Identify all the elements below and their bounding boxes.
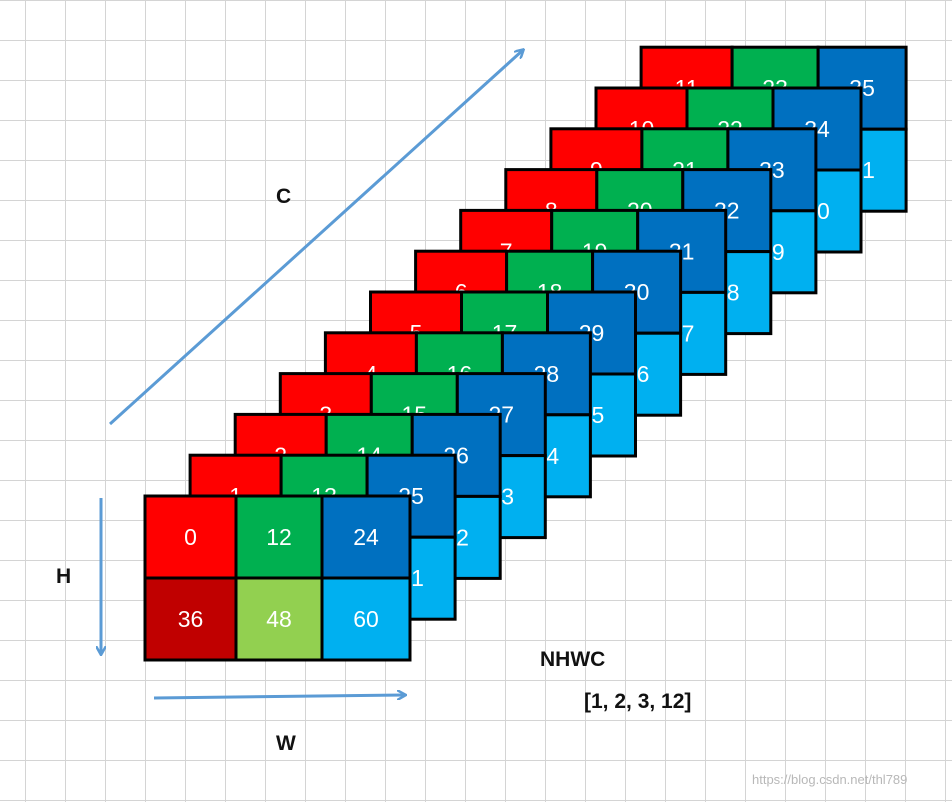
h-axis-label: H	[56, 565, 72, 588]
format-name: NHWC	[540, 648, 606, 671]
c-axis-label: C	[276, 185, 292, 208]
cell-value: 12	[266, 524, 292, 550]
watermark: https://blog.csdn.net/thl789	[752, 772, 908, 787]
cell-value: 36	[178, 606, 204, 632]
tensor-shape: [1, 2, 3, 12]	[584, 690, 692, 713]
cell-value: 24	[353, 524, 379, 550]
cell-rect	[320, 494, 412, 580]
channel-slices: 1123354759711022344658709213345576982032…	[143, 45, 908, 662]
channel-slice-0: 0 12 24 36 48 60	[143, 494, 412, 662]
cell-rect	[143, 494, 238, 580]
cell-value: 0	[184, 524, 197, 550]
cell-value: 48	[266, 606, 292, 632]
cell-rect	[320, 576, 412, 662]
cell-value: 60	[353, 606, 379, 632]
c-axis-arrow	[108, 50, 523, 426]
w-axis-label: W	[276, 732, 296, 755]
w-axis-arrow	[153, 695, 405, 698]
cell-rect	[143, 576, 238, 662]
